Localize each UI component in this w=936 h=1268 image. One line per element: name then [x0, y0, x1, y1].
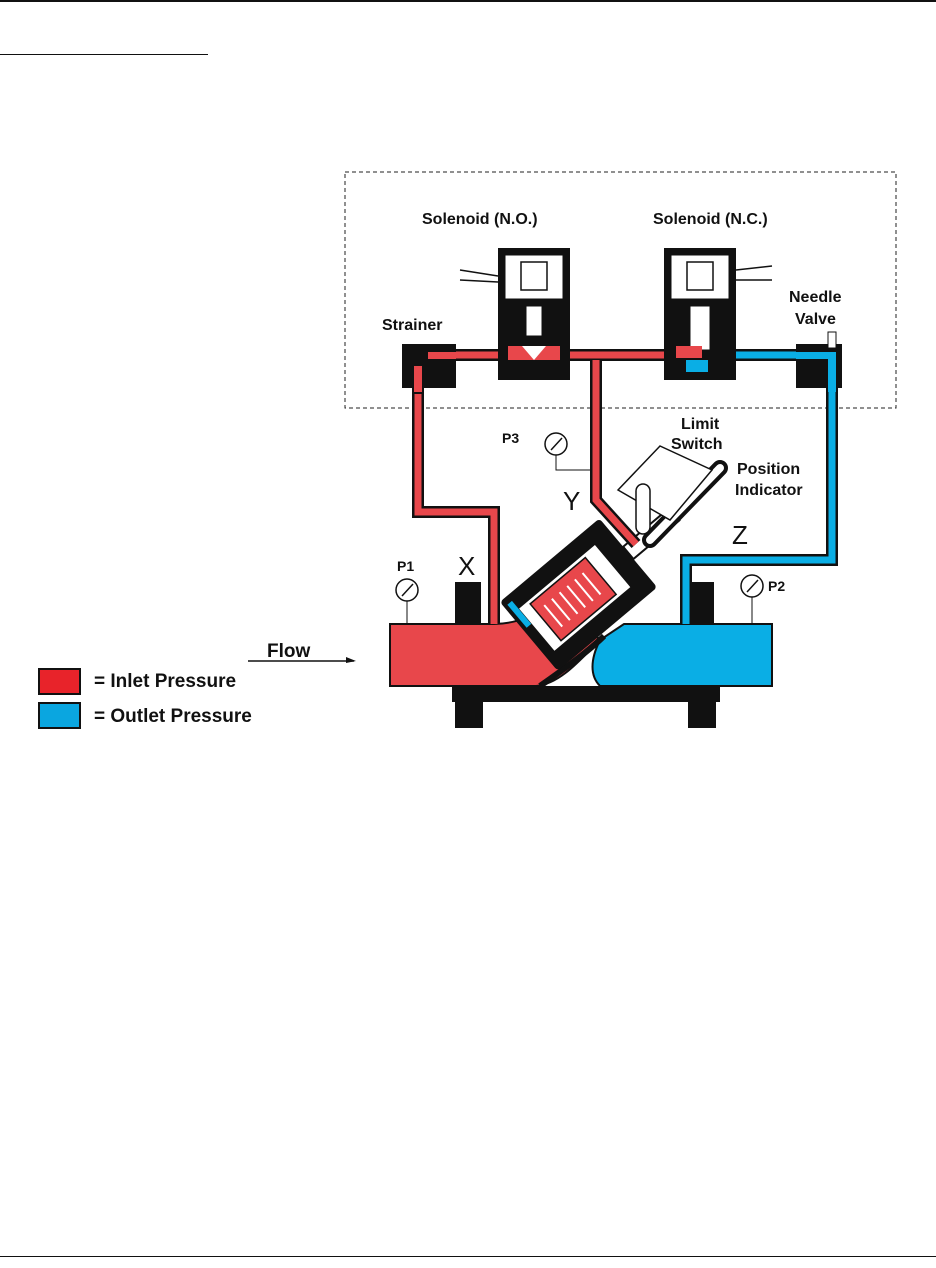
needle-valve: [796, 331, 842, 392]
valve-seat: [538, 633, 607, 689]
label-port-x: X: [458, 551, 475, 581]
label-solenoid-no: Solenoid (N.O.): [422, 211, 538, 228]
label-p3: P3: [502, 430, 519, 446]
label-limit-switch-2: Switch: [671, 436, 723, 453]
label-position-indicator-1: Position: [737, 461, 800, 478]
diaphragm: [529, 556, 618, 642]
legend-inlet-label: = Inlet Pressure: [94, 671, 236, 692]
outlet-chamber: [591, 623, 773, 687]
flange-bolt: [688, 582, 714, 624]
label-flow: Flow: [267, 641, 310, 662]
gauge-p1: [395, 578, 419, 624]
label-position-indicator-2: Indicator: [735, 482, 803, 499]
bottom-rule: [0, 1256, 936, 1257]
label-solenoid-nc: Solenoid (N.C.): [653, 211, 768, 228]
top-rule: [0, 0, 936, 2]
flow-arrow: [248, 657, 356, 663]
outlet-groove: [507, 600, 532, 628]
label-needle-valve-2: Valve: [795, 311, 836, 328]
label-p2: P2: [768, 578, 785, 594]
solenoid-normally-open: [459, 248, 570, 380]
label-port-y: Y: [563, 486, 580, 516]
limit-switch: [616, 445, 714, 535]
valve-base: [452, 686, 720, 702]
spring: [543, 572, 602, 628]
label-p1: P1: [397, 558, 414, 574]
position-indicator: [642, 460, 728, 548]
label-strainer: Strainer: [382, 317, 442, 334]
inlet-piping: [412, 349, 678, 624]
label-limit-switch-1: Limit: [681, 416, 720, 433]
strainer: [402, 344, 456, 394]
label-port-z: Z: [732, 520, 748, 550]
control-module-box: [344, 171, 897, 409]
legend-outlet-swatch: [38, 702, 81, 729]
title-underline: [0, 54, 208, 55]
label-needle-valve-1: Needle: [789, 289, 842, 306]
gauge-p2: [740, 574, 764, 624]
legend-inlet-swatch: [38, 668, 81, 695]
solenoid-normally-closed: [664, 248, 773, 380]
gauge-p3: [544, 432, 592, 471]
legend-outlet-label: = Outlet Pressure: [94, 706, 252, 727]
flange-bolt: [455, 582, 481, 624]
